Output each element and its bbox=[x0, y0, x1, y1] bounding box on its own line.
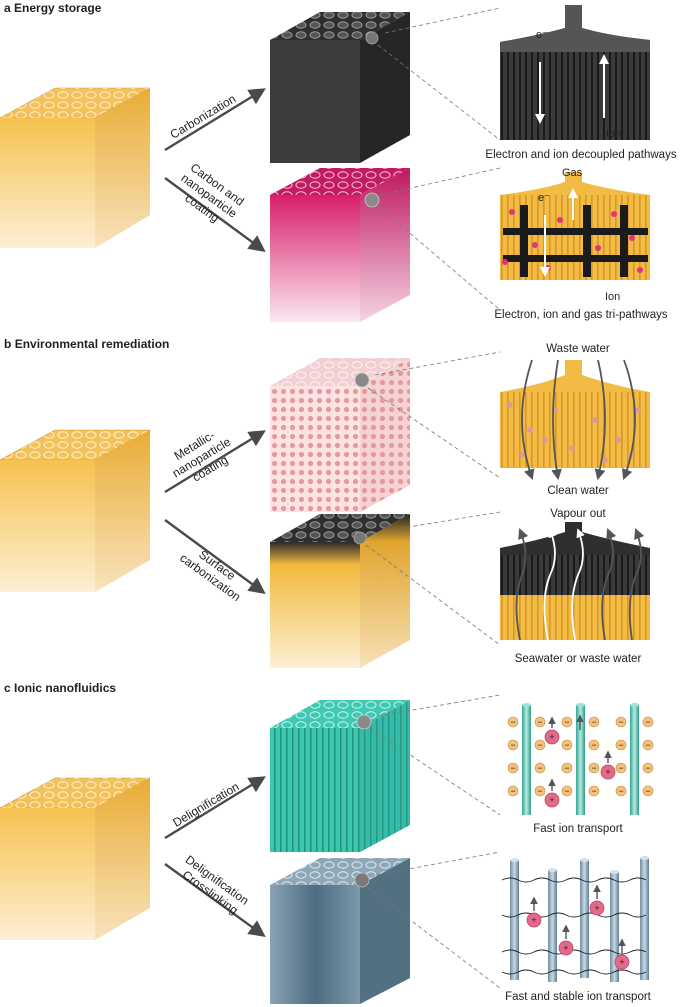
svg-text:−: − bbox=[537, 717, 542, 727]
surface-carbonized-cube bbox=[270, 514, 410, 668]
label-seawater: Seawater or waste water bbox=[515, 653, 642, 665]
svg-text:−: − bbox=[537, 786, 542, 796]
arrow-label-crosslinking: Delignification Crosslinking bbox=[175, 852, 255, 921]
pink-coated-cube bbox=[270, 168, 410, 322]
label-vapour-out: Vapour out bbox=[550, 508, 606, 520]
caption-decoupled-pathways: Electron and ion decoupled pathways bbox=[485, 149, 676, 161]
arrow-carbonization bbox=[164, 88, 266, 152]
detail-fast-ion-transport: − − − − − − − − − − − − − − − − − − − − − − − − + + + bbox=[507, 703, 654, 815]
negative-charges: − − − − − − − − − − − − − − − − − − − − − − − − bbox=[510, 717, 650, 796]
svg-text:−: − bbox=[645, 717, 650, 727]
svg-text:−: − bbox=[618, 786, 623, 796]
arrow-delignification bbox=[164, 776, 266, 840]
detail-electron-ion-pathways: e⁻ Ion bbox=[500, 5, 650, 140]
metal-coated-cube bbox=[270, 358, 410, 512]
section-b-heading: b Environmental remediation bbox=[4, 337, 169, 351]
caption-stable-ion-transport: Fast and stable ion transport bbox=[505, 991, 652, 1003]
svg-text:−: − bbox=[537, 740, 542, 750]
label-waste-water: Waste water bbox=[546, 343, 610, 355]
cations-c2: + + + + bbox=[526, 900, 630, 970]
wood-cube-b bbox=[0, 429, 151, 592]
svg-text:−: − bbox=[591, 763, 596, 773]
svg-text:−: − bbox=[645, 740, 650, 750]
detail-water-purification: Waste water Clean water bbox=[500, 343, 650, 497]
detail-solar-steam: Vapour out Seawater or waste water bbox=[500, 508, 650, 665]
svg-text:+: + bbox=[619, 957, 624, 967]
svg-text:+: + bbox=[605, 767, 610, 777]
cations-c1: + + + bbox=[544, 729, 616, 808]
svg-text:+: + bbox=[549, 795, 554, 805]
svg-text:−: − bbox=[591, 786, 596, 796]
svg-text:−: − bbox=[564, 763, 569, 773]
label-ion-a1: Ion bbox=[606, 128, 621, 140]
teal-delignified-cube bbox=[270, 700, 410, 852]
svg-text:+: + bbox=[531, 915, 536, 925]
arrow-label-delignification: Delignification bbox=[170, 779, 241, 829]
label-electron-a2: e⁻ bbox=[538, 192, 550, 204]
carbon-cube bbox=[270, 12, 410, 163]
svg-text:−: − bbox=[564, 786, 569, 796]
svg-text:−: − bbox=[618, 740, 623, 750]
steel-crosslinked-cube bbox=[270, 858, 410, 1004]
label-gas: Gas bbox=[562, 167, 583, 179]
caption-tri-pathways: Electron, ion and gas tri-pathways bbox=[494, 309, 667, 321]
arrow-label-metallic-coating: Metallic- nanoparticle coating bbox=[163, 421, 244, 492]
label-clean-water: Clean water bbox=[547, 485, 609, 497]
wood-cube-c bbox=[0, 777, 151, 940]
svg-text:−: − bbox=[591, 717, 596, 727]
arrow-surface-carbonization bbox=[164, 519, 266, 594]
svg-text:+: + bbox=[594, 903, 599, 913]
arrow-label-surface-carbonization: Surface carbonization bbox=[177, 539, 251, 604]
arrow-metallic-coating bbox=[164, 430, 266, 494]
svg-text:−: − bbox=[537, 763, 542, 773]
section-c: c Ionic nanofluidics Delignification Del… bbox=[0, 681, 654, 1004]
svg-text:−: − bbox=[564, 717, 569, 727]
svg-text:−: − bbox=[564, 740, 569, 750]
detail-tri-pathways: Gas e⁻ Ion bbox=[500, 167, 650, 303]
caption-fast-ion-transport: Fast ion transport bbox=[533, 823, 623, 835]
arrow-label-carbonization: Carbonization bbox=[168, 92, 239, 142]
svg-text:−: − bbox=[618, 717, 623, 727]
svg-text:−: − bbox=[510, 717, 515, 727]
svg-text:−: − bbox=[618, 763, 623, 773]
arrow-coating bbox=[164, 177, 266, 252]
wood-cube-a bbox=[0, 87, 151, 248]
detail-stable-ion-transport: + + + + bbox=[501, 856, 649, 982]
arrow-delignification-crosslinking bbox=[164, 863, 266, 937]
svg-text:−: − bbox=[510, 763, 515, 773]
svg-text:−: − bbox=[645, 786, 650, 796]
label-ion-a2: Ion bbox=[605, 291, 620, 303]
section-a-heading: a Energy storage bbox=[4, 1, 102, 15]
svg-text:−: − bbox=[510, 740, 515, 750]
section-a: a Energy storage Carbonization Carbon an… bbox=[0, 1, 677, 322]
svg-text:−: − bbox=[591, 740, 596, 750]
arrow-label-coating: Carbon and nanoparticle coating bbox=[170, 160, 250, 234]
svg-text:−: − bbox=[510, 786, 515, 796]
svg-text:+: + bbox=[563, 943, 568, 953]
section-b: b Environmental remediation Metallic- na… bbox=[0, 337, 650, 668]
svg-text:−: − bbox=[645, 763, 650, 773]
svg-text:+: + bbox=[549, 732, 554, 742]
section-c-heading: c Ionic nanofluidics bbox=[4, 681, 116, 695]
label-electron-a1: e⁻ bbox=[536, 29, 548, 41]
